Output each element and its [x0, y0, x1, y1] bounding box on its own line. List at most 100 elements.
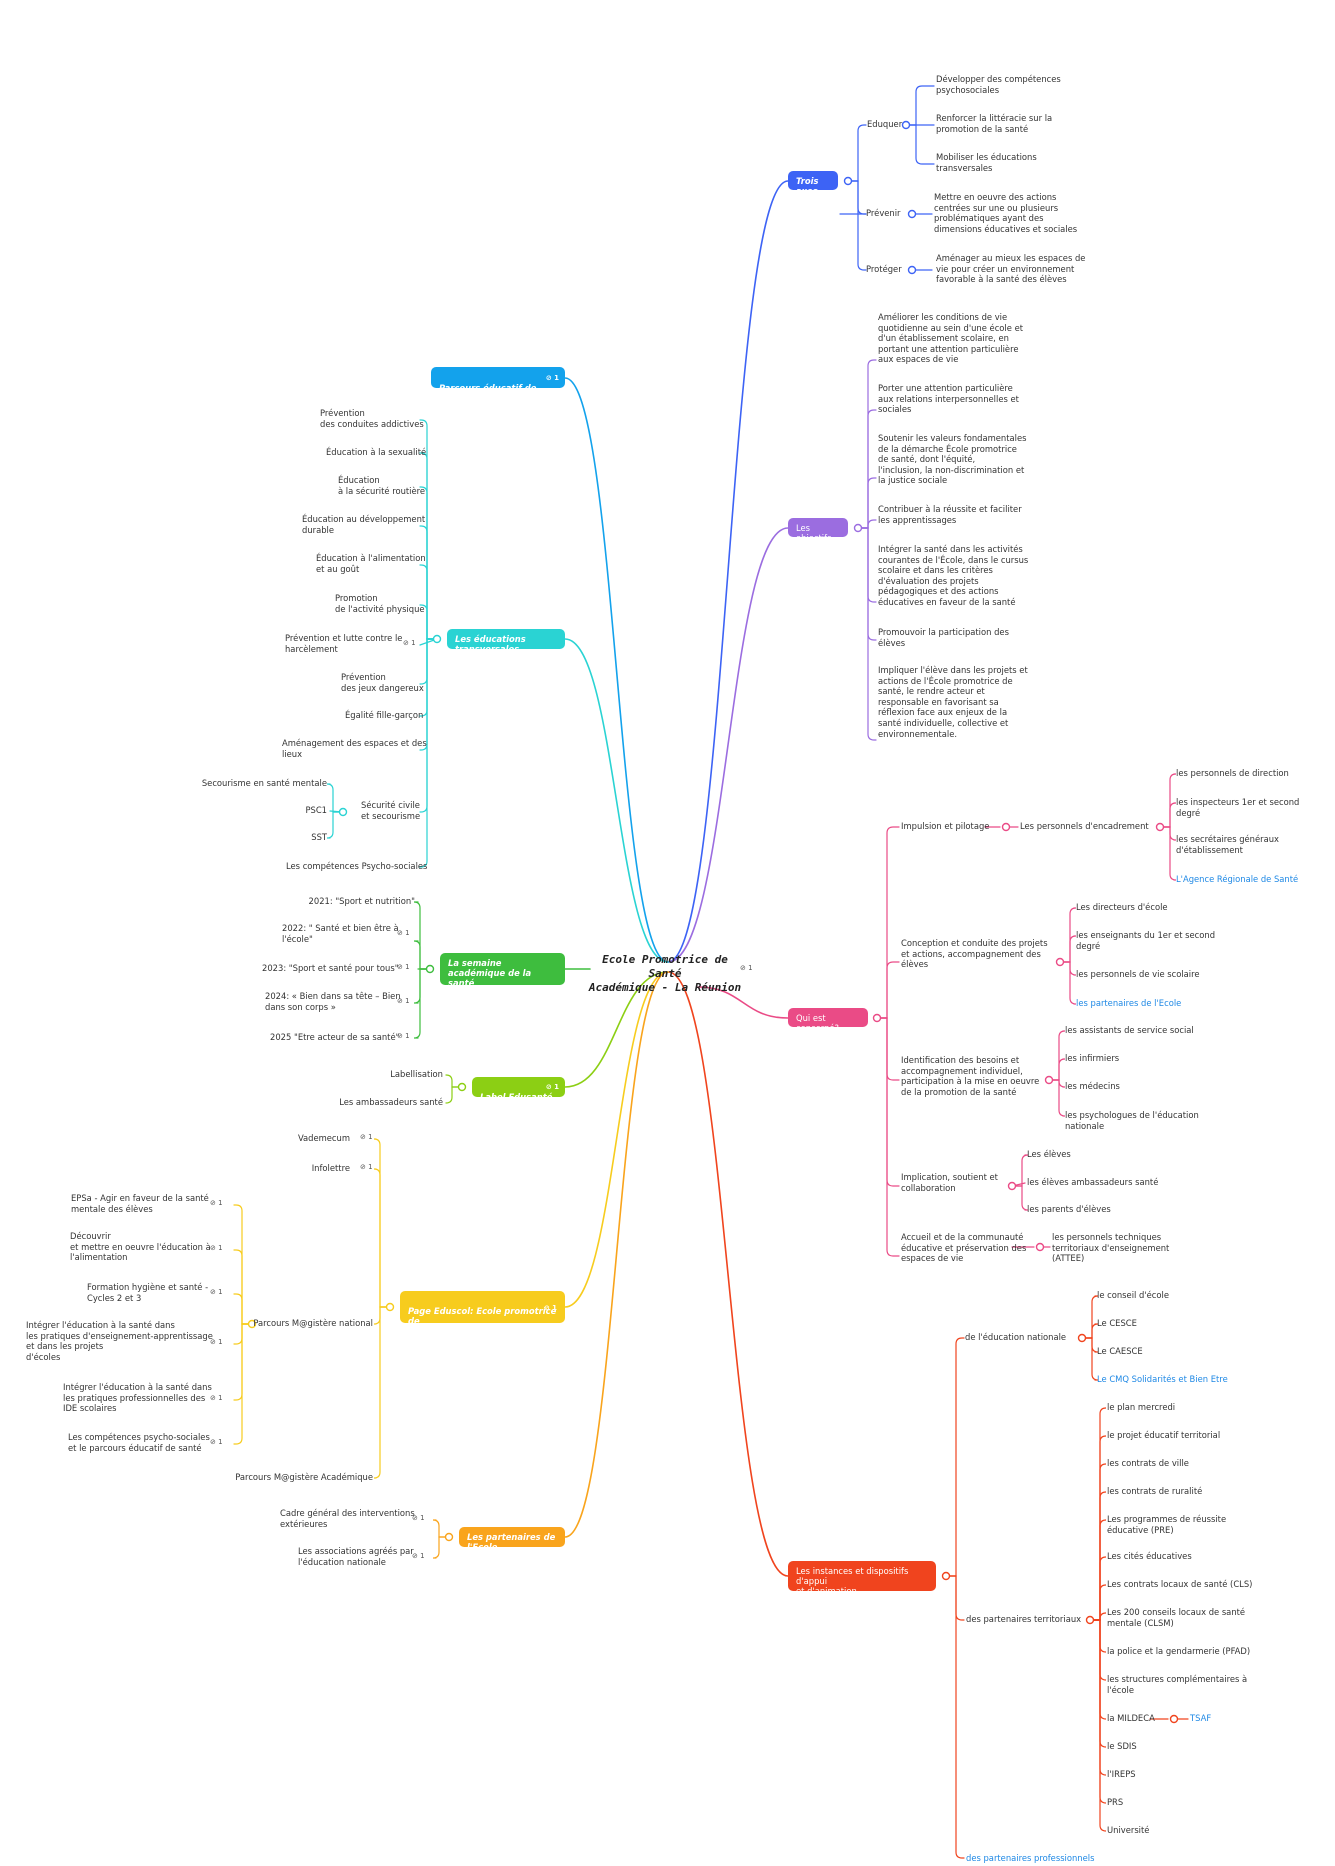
objectif-item[interactable]: Porter une attention particulière aux re…	[878, 383, 1019, 415]
objectif-item[interactable]: Promouvoir la participation des élèves	[878, 627, 1009, 648]
encadrement-item[interactable]: les secrétaires généraux d'établissement	[1176, 834, 1279, 855]
harcelement-link-badge[interactable]: ⊘ 1	[403, 639, 416, 647]
collapse-toggle-icon[interactable]	[843, 176, 853, 186]
en-item[interactable]: Le CAESCE	[1097, 1346, 1143, 1356]
collapse-toggle-icon[interactable]	[457, 1082, 467, 1092]
ars-link[interactable]: L'Agence Régionale de Santé	[1176, 874, 1299, 884]
semaine-item[interactable]: 2025 "Etre acteur de sa santé"	[270, 1032, 400, 1042]
transversale-item[interactable]: Aménagement des espaces et des lieux	[282, 738, 427, 759]
partenaires-ecole-link[interactable]: les partenaires de l'Ecole	[1076, 998, 1182, 1008]
proteger-node[interactable]: Protéger	[866, 264, 902, 274]
territoriaux-item[interactable]: la police et la gendarmerie (PFAD)	[1107, 1646, 1251, 1656]
collapse-toggle-icon[interactable]	[444, 1532, 454, 1542]
partenaires-item[interactable]: Cadre général des interventions extérieu…	[280, 1508, 415, 1529]
prevenir-node[interactable]: Prévenir	[866, 208, 901, 218]
prevenir-item[interactable]: Mettre en oeuvre des actions centrées su…	[934, 192, 1078, 234]
encadrement-item[interactable]: les personnels de direction	[1176, 768, 1289, 778]
magistere-item[interactable]: Intégrer l'éducation à la santé dans les…	[26, 1320, 213, 1362]
parcours-link-badge[interactable]: ⊘ 1	[546, 373, 559, 383]
partenaires-link-badge[interactable]: ⊘ 1	[412, 1514, 425, 1522]
impulsion-node[interactable]: Impulsion et pilotage	[901, 821, 990, 831]
semaine-link-badge[interactable]: ⊘ 1	[397, 929, 410, 937]
eduquer-item[interactable]: Mobiliser les éducations transversales	[936, 152, 1037, 173]
objectif-item[interactable]: Intégrer la santé dans les activités cou…	[878, 544, 1029, 607]
magistere-link-badge[interactable]: ⊘ 1	[210, 1394, 223, 1402]
page-eduscol-topic[interactable]: Page Eduscol: Ecole promotrice de santé …	[400, 1291, 565, 1336]
magistere-link-badge[interactable]: ⊘ 1	[210, 1338, 223, 1346]
implication-item[interactable]: Les élèves	[1027, 1149, 1071, 1159]
transversale-item[interactable]: Éducation au développement durable	[302, 514, 426, 535]
trois-axes-topic[interactable]: Trois axes	[788, 171, 838, 196]
magistere-link-badge[interactable]: ⊘ 1	[210, 1438, 223, 1446]
magistere-item[interactable]: Les compétences psycho-sociales et le pa…	[68, 1432, 210, 1453]
territoriaux-item[interactable]: le SDIS	[1107, 1741, 1137, 1751]
central-topic[interactable]: Ecole Promotrice de Santé Académique - L…	[588, 953, 742, 994]
instances-topic[interactable]: Les instances et dispositifs d'appui et …	[788, 1561, 936, 1596]
transversale-item[interactable]: Promotion de l'activité physique	[335, 593, 425, 614]
territoriaux-item[interactable]: Université	[1107, 1825, 1150, 1835]
eduquer-item[interactable]: Développer des compétences psychosociale…	[936, 74, 1061, 95]
magistere-link-badge[interactable]: ⊘ 1	[210, 1288, 223, 1296]
territoriaux-item[interactable]: les contrats de ruralité	[1107, 1486, 1203, 1496]
territoriaux-item[interactable]: le projet éducatif territorial	[1107, 1430, 1221, 1440]
implication-item[interactable]: les parents d'élèves	[1027, 1204, 1111, 1214]
accueil-node[interactable]: Accueil et de la communauté éducative et…	[901, 1232, 1027, 1264]
partenaires-item[interactable]: Les associations agréés par l'éducation …	[298, 1546, 414, 1567]
transversale-item[interactable]: Éducation à l'alimentation et au goût	[316, 553, 426, 574]
semaine-topic[interactable]: La semaine académique de la santé	[440, 953, 565, 988]
proteger-item[interactable]: Aménager au mieux les espaces de vie pou…	[936, 253, 1086, 285]
collapse-toggle-icon[interactable]	[1085, 1615, 1095, 1625]
semaine-item[interactable]: 2024: « Bien dans sa tête – Bien dans so…	[265, 991, 401, 1012]
semaine-item[interactable]: 2023: "Sport et santé pour tous"	[262, 963, 399, 973]
magistere-item[interactable]: EPSa - Agir en faveur de la santé mental…	[71, 1193, 209, 1214]
collapse-toggle-icon[interactable]	[1044, 1075, 1054, 1085]
implication-item[interactable]: les élèves ambassadeurs santé	[1027, 1177, 1159, 1187]
eduquer-node[interactable]: Eduquer	[867, 119, 903, 129]
central-link-badge[interactable]: ⊘ 1	[740, 964, 753, 972]
semaine-link-badge[interactable]: ⊘ 1	[397, 997, 410, 1005]
vademecum-link-badge[interactable]: ⊘ 1	[360, 1133, 373, 1141]
identification-item[interactable]: les infirmiers	[1065, 1053, 1120, 1063]
magistere-link-badge[interactable]: ⊘ 1	[210, 1244, 223, 1252]
transversale-item[interactable]: Les compétences Psycho-sociales	[286, 861, 428, 871]
transversale-item[interactable]: Sécurité civile et secourisme	[361, 800, 421, 821]
partenaires-link-badge[interactable]: ⊘ 1	[412, 1552, 425, 1560]
collapse-toggle-icon[interactable]	[872, 1013, 882, 1023]
transversale-item[interactable]: Prévention des jeux dangereux	[341, 672, 424, 693]
collapse-toggle-icon[interactable]	[853, 523, 863, 533]
collapse-toggle-icon[interactable]	[432, 634, 442, 644]
objectif-item[interactable]: Soutenir les valeurs fondamentales de la…	[878, 433, 1027, 486]
concerne-topic[interactable]: Qui est concerné?	[788, 1008, 868, 1033]
edusante-item[interactable]: Labellisation	[390, 1069, 443, 1079]
encadrement-node[interactable]: Les personnels d'encadrement	[1020, 821, 1149, 831]
territoriaux-item[interactable]: la MILDECA	[1107, 1713, 1155, 1723]
transversale-item[interactable]: Égalité fille-garçon	[345, 710, 424, 720]
magistere-item[interactable]: Formation hygiène et santé - Cycles 2 et…	[87, 1282, 209, 1303]
magistere-link-badge[interactable]: ⊘ 1	[210, 1199, 223, 1207]
territoriaux-item[interactable]: le plan mercredi	[1107, 1402, 1176, 1412]
encadrement-item[interactable]: les inspecteurs 1er et second degré	[1176, 797, 1300, 818]
collapse-toggle-icon[interactable]	[1007, 1181, 1017, 1191]
objectif-item[interactable]: Améliorer les conditions de vie quotidie…	[878, 312, 1024, 365]
collapse-toggle-icon[interactable]	[1077, 1333, 1087, 1343]
vademecum-node[interactable]: Vademecum	[297, 1133, 350, 1143]
objectif-item[interactable]: Impliquer l'élève dans les projets et ac…	[878, 665, 1028, 739]
conception-item[interactable]: les personnels de vie scolaire	[1076, 969, 1200, 979]
securite-item[interactable]: Secourisme en santé mentale	[201, 778, 327, 788]
implication-node[interactable]: Implication, soutient et collaboration	[901, 1172, 998, 1193]
identification-item[interactable]: les psychologues de l'éducation national…	[1065, 1110, 1199, 1131]
collapse-toggle-icon[interactable]	[1055, 957, 1065, 967]
territoriaux-item[interactable]: l'IREPS	[1107, 1769, 1136, 1779]
territoriaux-item[interactable]: les structures complémentaires à l'école	[1107, 1674, 1248, 1695]
label-edusante-topic[interactable]: Label Edusanté ⊘ 1	[472, 1077, 565, 1102]
infolettre-link-badge[interactable]: ⊘ 1	[360, 1163, 373, 1171]
semaine-link-badge[interactable]: ⊘ 1	[397, 1032, 410, 1040]
collapse-toggle-icon[interactable]	[901, 120, 911, 130]
territoriaux-item[interactable]: Les programmes de réussite éducative (PR…	[1107, 1514, 1227, 1535]
partenaires-professionnels-link[interactable]: des partenaires professionnels	[966, 1853, 1095, 1863]
label-edusante-link-badge[interactable]: ⊘ 1	[546, 1082, 559, 1092]
cmq-link[interactable]: Le CMQ Solidarités et Bien Etre	[1097, 1374, 1228, 1384]
securite-item[interactable]: SST	[311, 832, 327, 842]
infolettre-node[interactable]: Infolettre	[311, 1163, 350, 1173]
conception-item[interactable]: les enseignants du 1er et second degré	[1076, 930, 1216, 951]
